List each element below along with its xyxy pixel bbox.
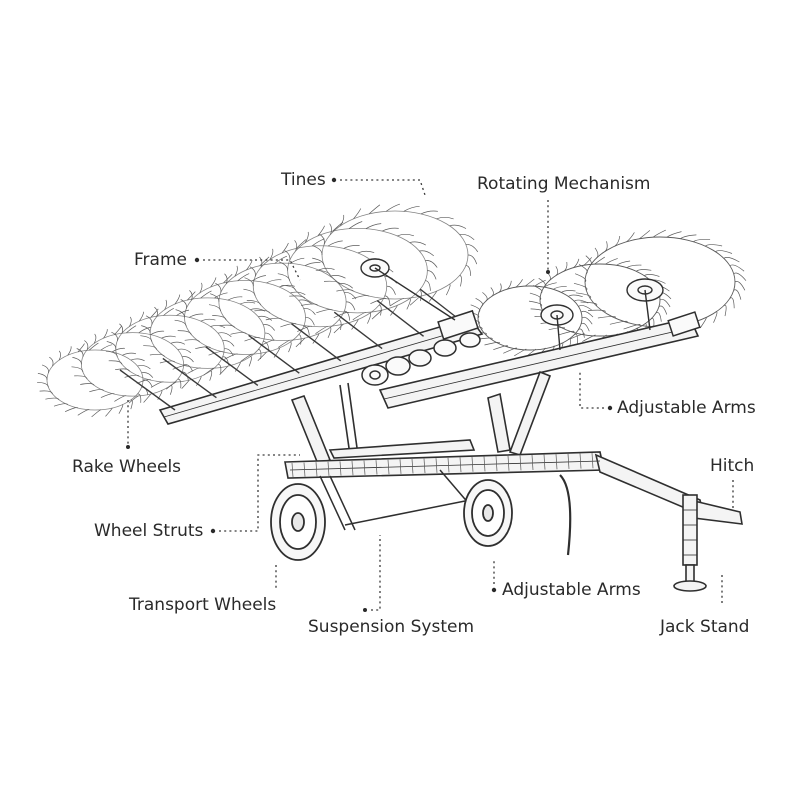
label-rake-wheels: Rake Wheels [72,457,181,477]
label-jack-stand: Jack Stand [660,617,749,637]
label-frame: Frame [134,250,187,270]
label-rotating-mechanism: Rotating Mechanism [477,174,650,194]
label-tines: Tines [281,170,326,190]
label-wheel-struts: Wheel Struts [94,521,203,541]
label-hitch: Hitch [710,456,754,476]
label-transport-wheels: Transport Wheels [129,595,276,615]
label-adjustable-arms-upper: Adjustable Arms [617,398,756,418]
label-suspension-system: Suspension System [308,617,474,637]
transport-wheel-right [464,480,512,546]
main-frame-beam [160,318,482,424]
transport-wheel-left [271,484,325,560]
suspension-linkage [320,470,570,555]
label-adjustable-arms-lower: Adjustable Arms [502,580,641,600]
